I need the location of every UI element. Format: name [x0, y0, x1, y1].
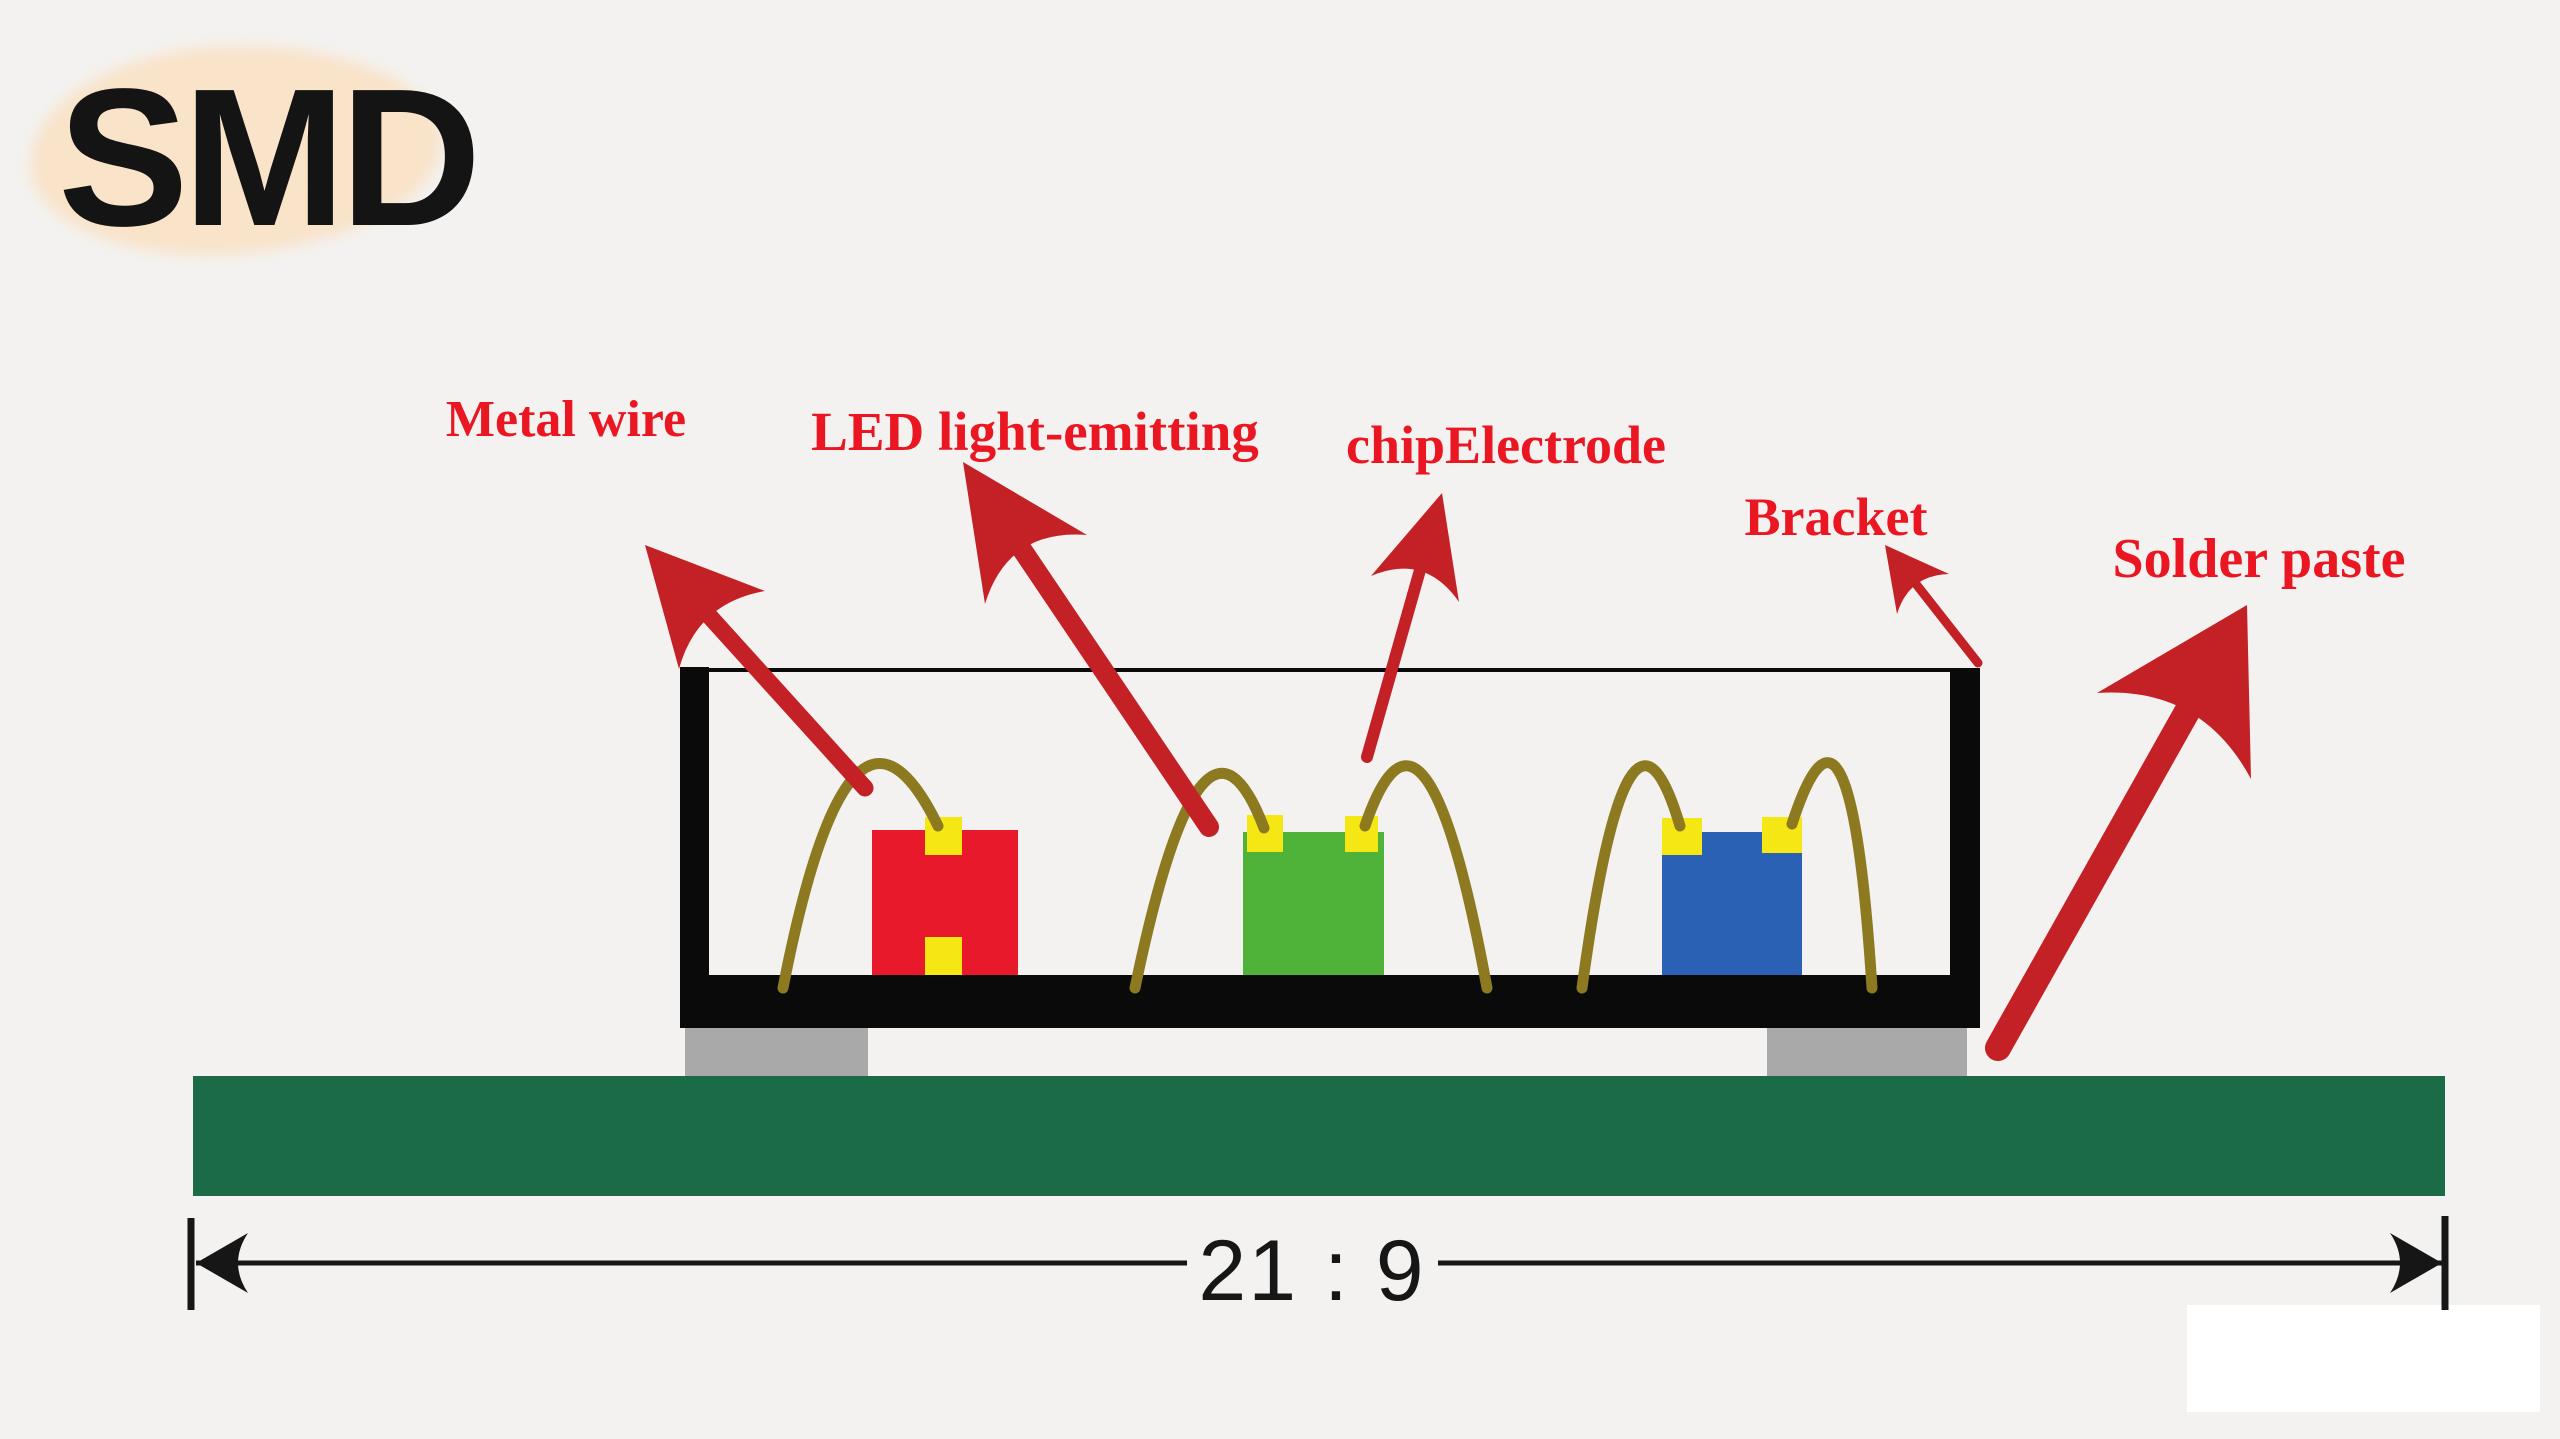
- metal-wire-label: Metal wire: [445, 391, 687, 448]
- pcb-board: [193, 1076, 2445, 1196]
- bracket-label: Bracket: [1744, 487, 1928, 547]
- chip-electrode-label: chipElectrode: [1346, 415, 1666, 475]
- bracket-bottom-beam: [680, 975, 1980, 1028]
- bracket-arrow-shaft: [1911, 579, 1983, 668]
- dimension-arrow-left: [196, 1233, 248, 1293]
- bond-wire-blue-right: [1786, 757, 1878, 994]
- electrode-blue-left: [1662, 818, 1702, 855]
- electrode-blue-right: [1762, 817, 1802, 853]
- led-chip-label: LED light-emitting: [811, 401, 1259, 462]
- watermark-cover-box: [2187, 1305, 2540, 1412]
- bracket-left-wall: [680, 667, 709, 1028]
- solder-paste-label: Solder paste: [2112, 528, 2406, 590]
- dimension-ratio-text: 21 : 9: [1198, 1223, 1426, 1319]
- metal-wire-arrow-head: [645, 545, 765, 669]
- bracket-top-line: [680, 668, 1980, 672]
- electrode-green-right: [1345, 816, 1378, 852]
- chip-electrode-arrow-head: [1371, 493, 1459, 602]
- solder-paste-arrow-shaft: [1985, 697, 2201, 1061]
- bracket-right-wall: [1950, 668, 1980, 1028]
- electrode-green-left: [1247, 815, 1283, 852]
- led-chip-green: [1243, 832, 1384, 975]
- metal-wire-arrow-shaft: [694, 600, 874, 797]
- electrode-red-bottom: [925, 937, 962, 975]
- solder-pad-left: [685, 1028, 868, 1076]
- chip-electrode-arrow-shaft: [1361, 564, 1426, 763]
- solder-paste-arrow-head: [2097, 605, 2251, 779]
- led-arrow-shaft: [1011, 538, 1219, 837]
- dimension-arrow-right: [2390, 1233, 2442, 1293]
- page-title: SMD: [58, 48, 482, 267]
- bracket-arrow-head: [1885, 545, 1949, 614]
- electrode-red-top: [925, 817, 962, 855]
- led-arrow-head: [963, 462, 1087, 604]
- solder-pad-right: [1767, 1028, 1967, 1076]
